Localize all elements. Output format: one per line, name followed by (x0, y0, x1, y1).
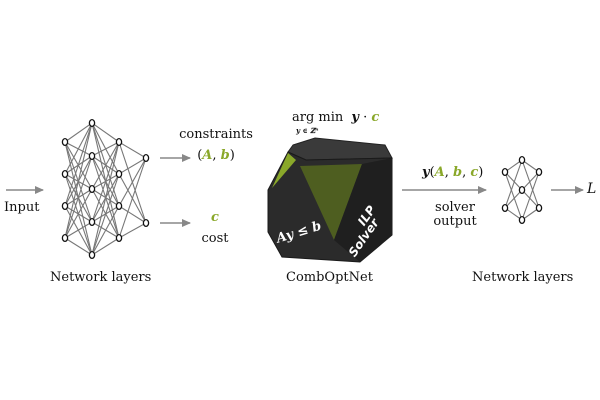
right-net-node (501, 203, 509, 213)
left-net-edge (91, 141, 120, 190)
right-net-edge (504, 171, 523, 191)
right-net-edge (504, 189, 523, 209)
left-net-node (61, 169, 69, 179)
left-net-edge (91, 141, 120, 157)
right-net-node (535, 167, 543, 177)
left-net-edge (118, 222, 147, 239)
cube-left-green-facet (272, 153, 296, 188)
objective-dot: · (358, 110, 372, 125)
left-net-node (142, 153, 150, 163)
left-net-node (88, 118, 96, 128)
output-comma1: , (444, 165, 453, 180)
left-net-node (115, 201, 123, 211)
right-net-edge (504, 171, 523, 221)
right-net-node (501, 167, 509, 177)
cube-top-face (287, 137, 393, 161)
right-net-edge (521, 159, 540, 209)
combopt-cube: Ay ≤ b ILP Solver (267, 137, 393, 263)
constraints-params: (A, b) (178, 148, 254, 163)
objective-c: c (371, 110, 380, 125)
loss-label: L (587, 181, 597, 197)
left-net-edge (91, 122, 120, 143)
output-open: ( (429, 165, 435, 180)
cube-front-green-facet (300, 164, 362, 240)
left-net-edge (118, 157, 147, 207)
right-net-edge (521, 189, 540, 209)
left-net-edge (64, 122, 93, 239)
left-net-node (115, 233, 123, 243)
left-net-node (61, 201, 69, 211)
constraints-paren-open: ( (197, 148, 203, 163)
left-net-node (115, 137, 123, 147)
right-net-node (535, 203, 543, 213)
left-net-edge (64, 188, 93, 239)
right-net-edge (521, 171, 540, 191)
left-net-edge (91, 205, 120, 256)
objective-y: y (351, 110, 359, 125)
objective-subscript: y ∈ ℤⁿ (296, 126, 319, 135)
left-network (61, 118, 150, 260)
left-net-edge (91, 141, 120, 223)
output-y: y (422, 165, 430, 180)
solver-output-line1: solver (435, 200, 475, 215)
output-c: c (470, 165, 479, 180)
left-net-edge (64, 122, 93, 143)
left-net-edge (64, 155, 93, 239)
output-comma2: , (462, 165, 471, 180)
left-net-node (88, 250, 96, 260)
right-net-edge (504, 159, 523, 209)
constraints-matrix-a: A (202, 148, 213, 163)
left-net-edge (64, 122, 93, 207)
left-net-node (115, 169, 123, 179)
left-net-edge (118, 141, 147, 159)
objective-expression: arg min y · c (292, 110, 379, 125)
left-net-edge (118, 157, 147, 175)
objective-argmin: arg min (292, 110, 344, 125)
cube-caption: CombOptNet (286, 270, 373, 285)
solver-output-line2: output (433, 214, 477, 229)
output-close: ) (478, 165, 484, 180)
constraints-paren-close: ) (229, 148, 235, 163)
left-net-edge (118, 205, 147, 224)
right-net-edge (521, 171, 540, 221)
left-net-edge (64, 221, 93, 239)
constraints-comma: , (212, 148, 221, 163)
cost-symbol: c (211, 210, 219, 225)
right-network-caption: Network layers (472, 270, 574, 285)
input-label: Input (4, 200, 40, 215)
output-b: b (453, 165, 463, 180)
right-net-node (518, 155, 526, 165)
left-net-edge (64, 122, 93, 175)
left-net-edge (64, 237, 93, 256)
constraints-word: constraints (179, 127, 253, 142)
right-net-node (518, 185, 526, 195)
solver-output-expression: y(A, b, c) (422, 165, 483, 180)
output-a: A (434, 165, 445, 180)
left-net-edge (91, 173, 120, 256)
left-net-node (88, 184, 96, 194)
left-net-node (61, 137, 69, 147)
left-net-node (61, 233, 69, 243)
left-net-edge (91, 141, 120, 256)
left-net-edge (118, 157, 147, 239)
right-net-node (518, 215, 526, 225)
cube-right-face (334, 158, 392, 262)
left-net-edge (91, 237, 120, 256)
left-net-node (88, 217, 96, 227)
left-net-node (88, 151, 96, 161)
right-network (501, 155, 543, 225)
left-net-node (142, 218, 150, 228)
cost-word: cost (201, 231, 229, 246)
constraints-vector-b: b (220, 148, 230, 163)
left-network-caption: Network layers (50, 270, 152, 285)
